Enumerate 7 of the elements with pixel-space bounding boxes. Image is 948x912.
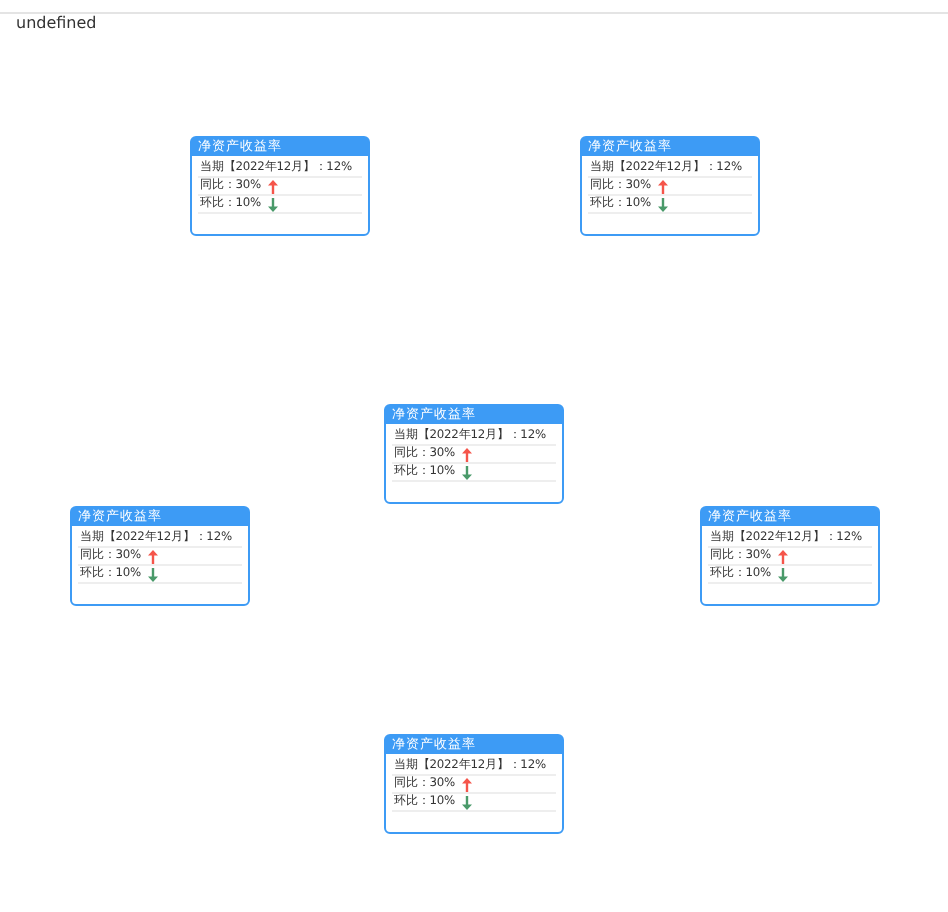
- metric-card: [190, 136, 370, 236]
- page-heading: undefined: [16, 14, 97, 32]
- metric-card: [70, 506, 250, 606]
- metric-card: [384, 734, 564, 834]
- metric-card: [580, 136, 760, 236]
- metric-card: [384, 404, 564, 504]
- metric-card: [700, 506, 880, 606]
